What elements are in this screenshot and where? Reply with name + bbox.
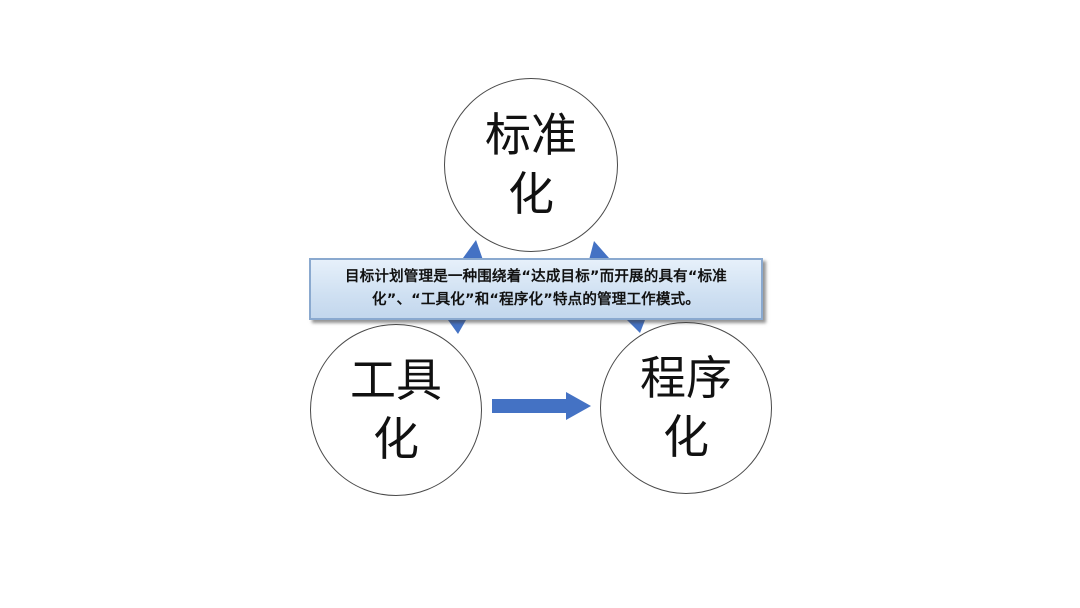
definition-note-box: 目标计划管理是一种围绕着“达成目标”而开展的具有“标准化”、“工具化”和“程序化… (309, 258, 763, 320)
node-proceduralization-label: 程序化 (640, 351, 732, 464)
node-tooling: 工具化 (310, 324, 482, 496)
arrow-tails (448, 320, 645, 334)
node-proceduralization: 程序化 (600, 322, 772, 494)
definition-note-text: 目标计划管理是一种围绕着“达成目标”而开展的具有“标准化”、“工具化”和“程序化… (345, 269, 727, 308)
node-standardization: 标准化 (444, 78, 618, 252)
node-tooling-label: 工具化 (350, 353, 442, 466)
node-standardization-label: 标准化 (485, 108, 577, 221)
arrow-left-to-right (492, 392, 591, 420)
